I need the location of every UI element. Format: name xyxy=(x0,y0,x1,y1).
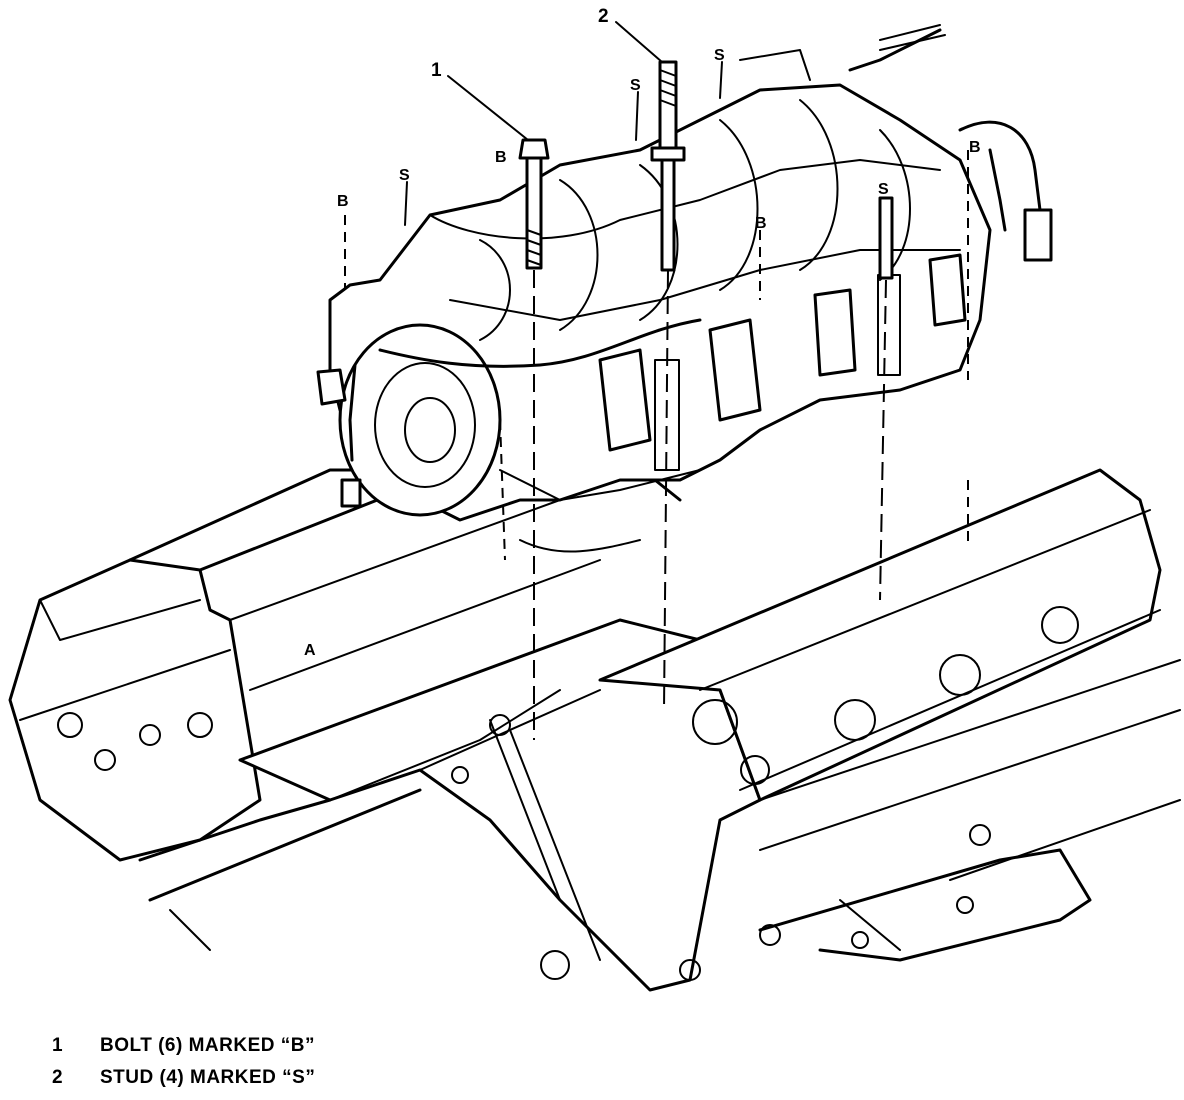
bolt-callout-1 xyxy=(518,138,550,270)
stud-marker: S xyxy=(878,181,889,198)
callout-1-label: 1 xyxy=(431,60,442,81)
legend-row-2: 2 STUD (4) MARKED “S” xyxy=(52,1062,652,1094)
legend-number: 2 xyxy=(52,1067,64,1088)
stud-marker: S xyxy=(714,47,725,64)
intake-manifold-diagram: A xyxy=(8,6,1181,992)
legend-row-1: 1 BOLT (6) MARKED “B” xyxy=(52,1030,652,1062)
fasteners xyxy=(344,60,969,740)
legend-text: BOLT (6) MARKED “B” xyxy=(100,1035,315,1056)
legend: 1 BOLT (6) MARKED “B” 2 STUD (4) MARKED … xyxy=(52,1030,652,1094)
callout-2-label: 2 xyxy=(598,6,609,27)
callout-leaders xyxy=(404,21,723,226)
intake-manifold xyxy=(316,24,1053,553)
stud-marker: S xyxy=(399,167,410,184)
bolt-marker: B xyxy=(495,149,507,166)
engine-block: A xyxy=(8,418,1181,992)
engine-port-label: A xyxy=(304,642,316,659)
bolt-marker: B xyxy=(337,193,349,210)
stud-marker: S xyxy=(630,77,641,94)
bolt-marker: B xyxy=(755,215,767,232)
legend-text: STUD (4) MARKED “S” xyxy=(100,1067,316,1088)
bolt-marker: B xyxy=(969,139,981,156)
stud-callout-2 xyxy=(650,60,686,272)
legend-number: 1 xyxy=(52,1035,64,1056)
